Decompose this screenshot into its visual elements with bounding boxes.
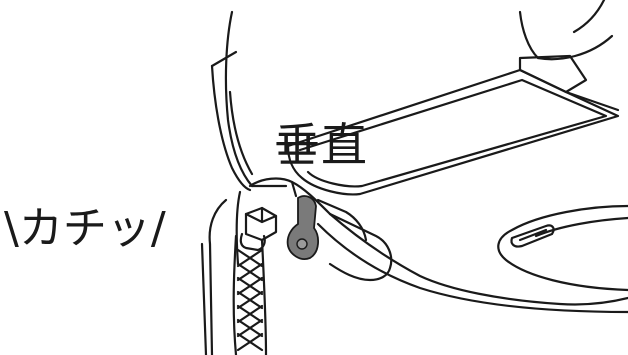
vertical-label: 垂直 bbox=[274, 118, 368, 172]
toilet-seat bbox=[286, 68, 620, 196]
toilet-lid bbox=[210, 10, 288, 192]
water-hose bbox=[232, 206, 278, 355]
toilet-cover bbox=[518, 0, 614, 94]
click-sound-label: \カチッ/ bbox=[4, 203, 166, 254]
toilet-body bbox=[200, 177, 628, 355]
nozzle-icon bbox=[510, 224, 555, 248]
lever-icon bbox=[286, 195, 319, 260]
toilet-bowl bbox=[497, 204, 628, 292]
